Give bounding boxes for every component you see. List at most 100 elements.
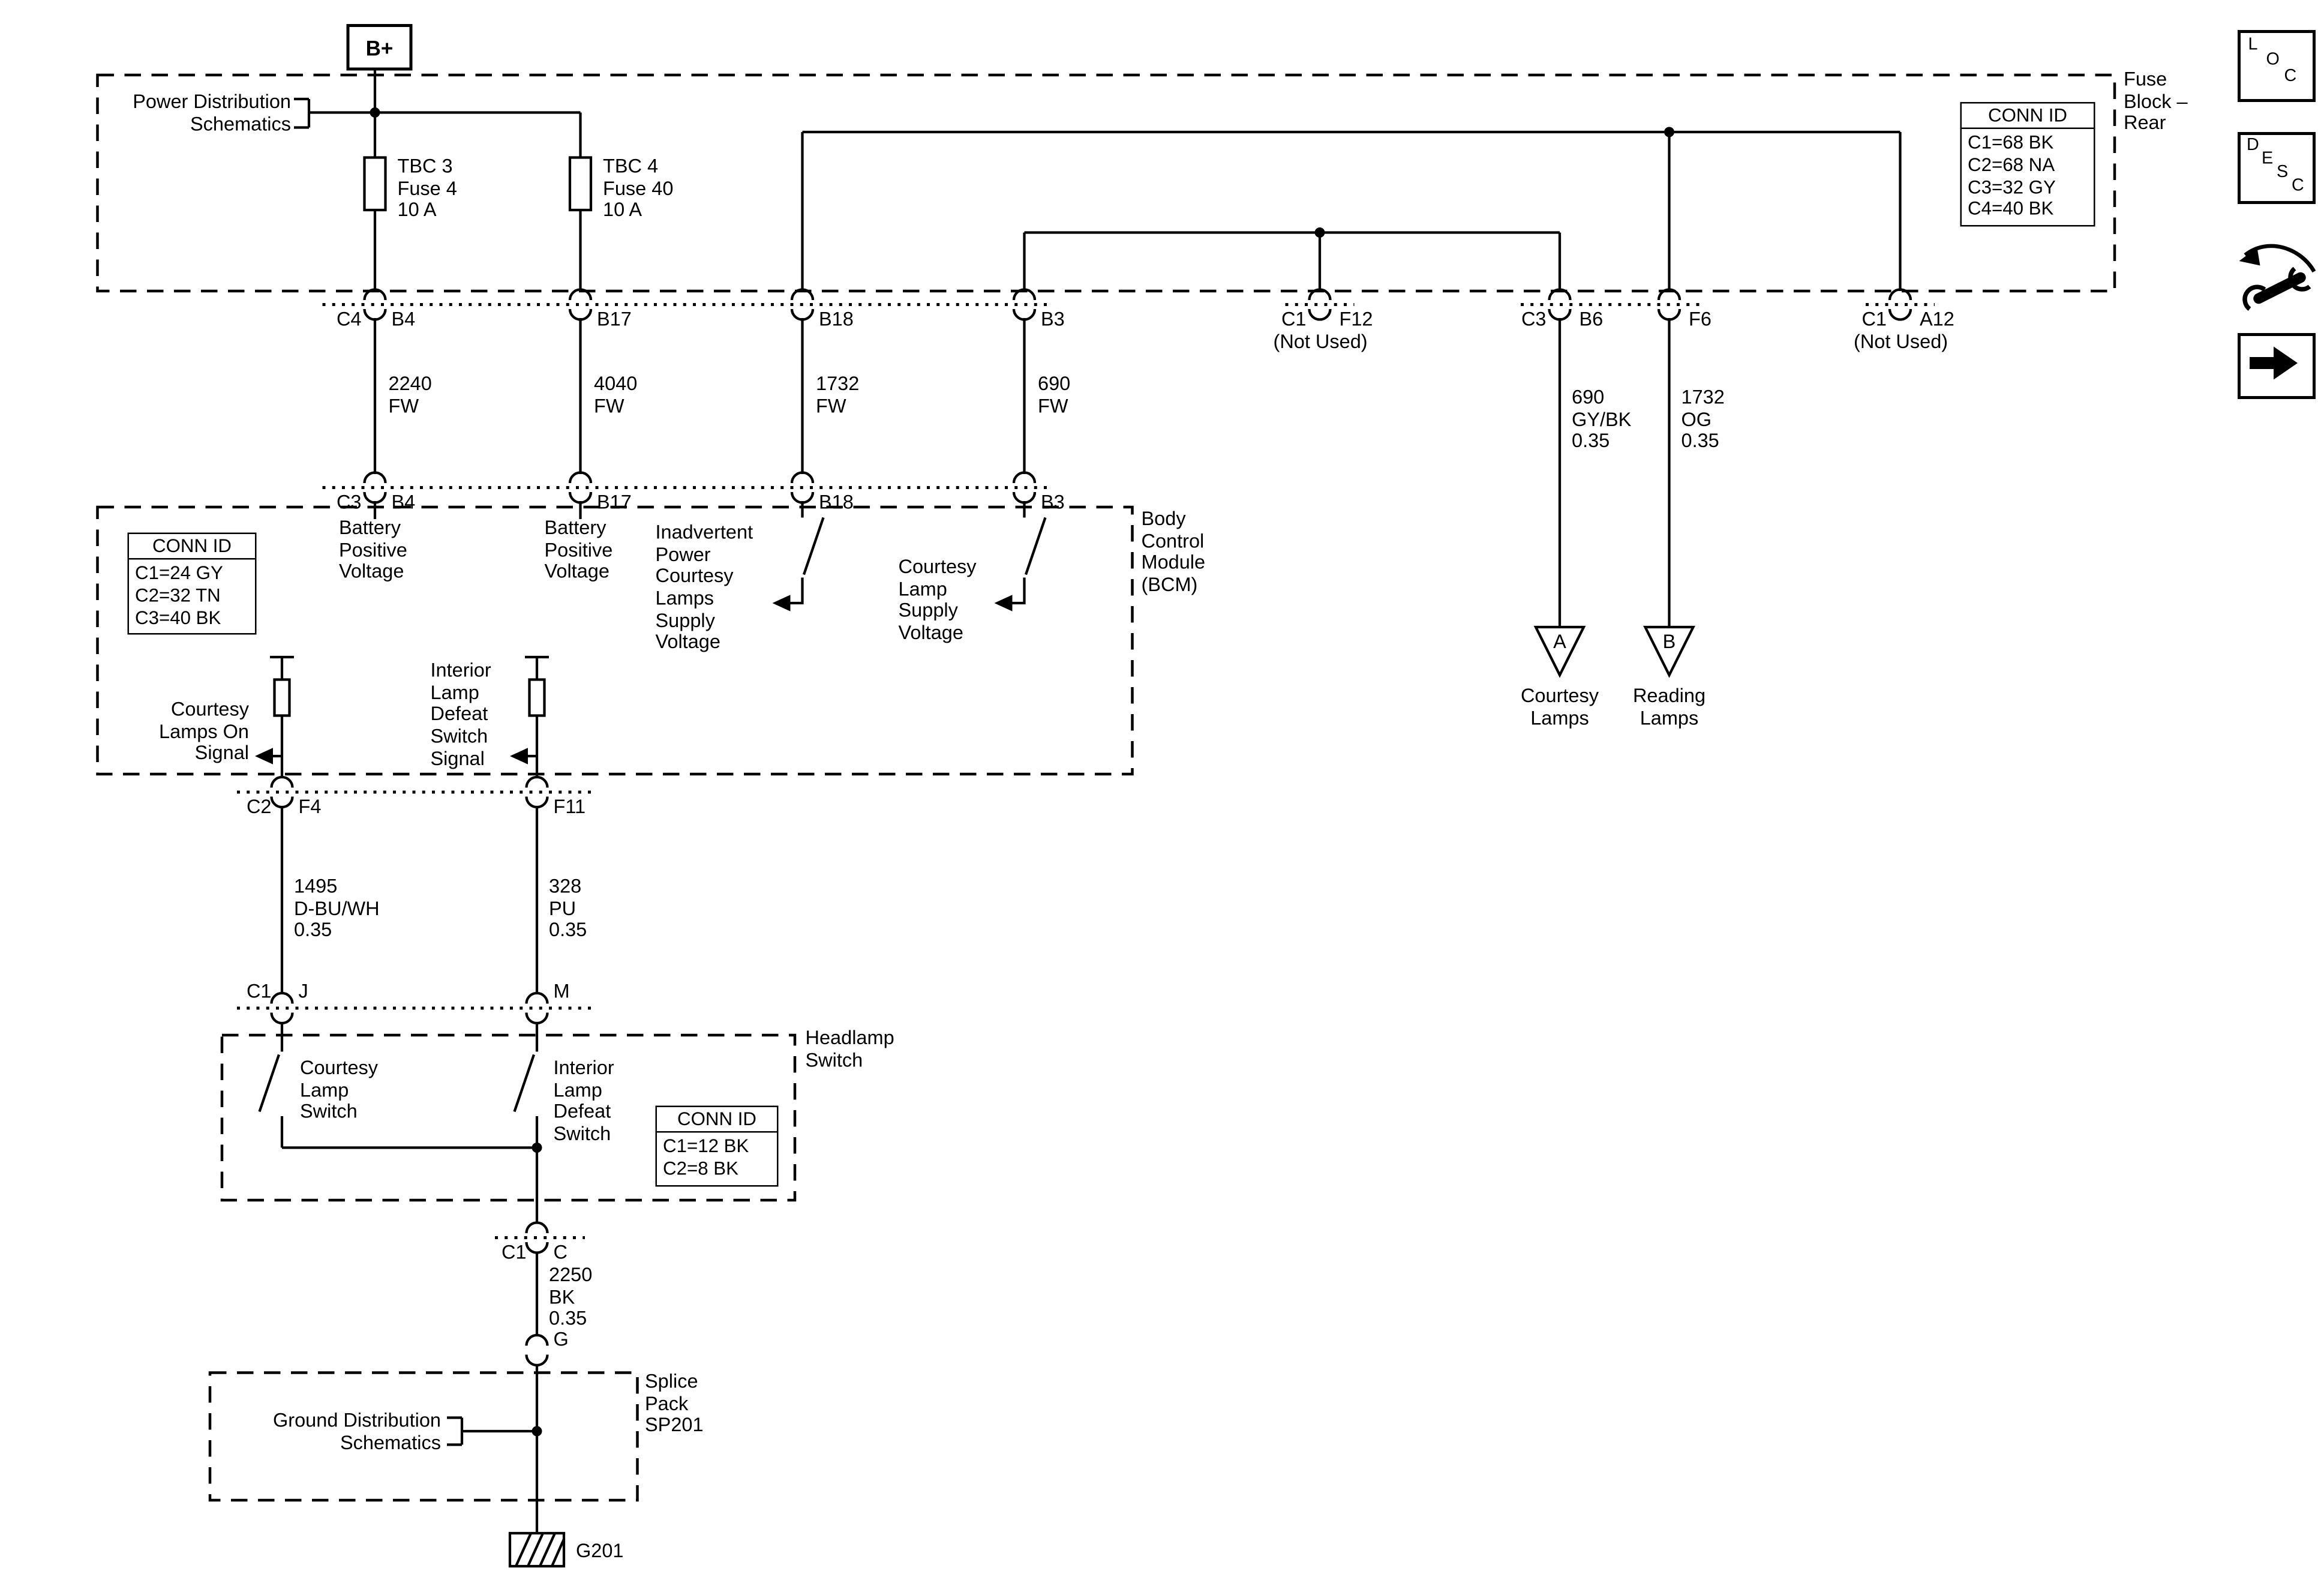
conn-id-row: C2=68 NA bbox=[1968, 154, 2055, 175]
pin-label-b3-2: B3 bbox=[1041, 490, 1065, 513]
courtesy-lamp-switch-symbol bbox=[258, 1054, 281, 1113]
b-plus-terminal: B+ bbox=[346, 24, 413, 71]
conn-id-row: C1=12 BK bbox=[663, 1135, 749, 1157]
pin-label-b17: B17 bbox=[597, 307, 632, 330]
pin-label-f12: F12 bbox=[1339, 307, 1373, 330]
conn-id-table-bcm: CONN ID C1=24 GY C2=32 TN C3=40 BK bbox=[127, 532, 257, 635]
pin-label-g: G bbox=[553, 1327, 569, 1350]
conn-id-row: C3=32 GY bbox=[1968, 176, 2056, 197]
forward-arrow-icon bbox=[2250, 346, 2298, 380]
forward-arrow-button[interactable] bbox=[2238, 333, 2316, 399]
headlamp-switch-box bbox=[220, 1033, 797, 1202]
pin-label-f6: F6 bbox=[1689, 307, 1712, 330]
wire-label-2240: 2240 FW bbox=[388, 372, 432, 417]
conn-id-table-fuse-block: CONN ID C1=68 BK C2=68 NA C3=32 GY C4=40… bbox=[1960, 102, 2095, 227]
fuse-block-box bbox=[96, 73, 2116, 293]
conn-id-table-headlamp: CONN ID C1=12 BK C2=8 BK bbox=[655, 1105, 779, 1186]
wire-label-1732-og: 1732 OG 0.35 bbox=[1681, 385, 1725, 452]
conn-id-header: CONN ID bbox=[657, 1107, 777, 1133]
conn-id-row: C2=8 BK bbox=[663, 1158, 738, 1179]
desc-button[interactable]: D E S C bbox=[2238, 132, 2316, 204]
wrench-arrow-icon[interactable] bbox=[2239, 244, 2316, 311]
wire-label-1495: 1495 D-BU/WH 0.35 bbox=[294, 874, 380, 942]
connector-row-lines bbox=[237, 303, 1935, 1239]
not-used-label-f12: (Not Used) bbox=[1273, 330, 1368, 353]
pin-label-b18: B18 bbox=[819, 307, 854, 330]
junction-dots bbox=[370, 107, 1674, 1437]
fuse-symbols bbox=[363, 156, 593, 212]
courtesy-on-signal-label: Courtesy Lamps On Signal bbox=[159, 697, 249, 764]
conn-id-row: C2=32 TN bbox=[135, 584, 221, 606]
courtesy-supply-label: Courtesy Lamp Supply Voltage bbox=[898, 555, 977, 644]
splice-pack-label: Splice Pack SP201 bbox=[645, 1369, 704, 1437]
pin-label-b3: B3 bbox=[1041, 307, 1065, 330]
switch-symbols bbox=[258, 517, 1047, 1113]
fuse-tbc4-label: TBC 4 Fuse 40 10 A bbox=[603, 154, 674, 221]
pin-label-c1-j: C1 bbox=[246, 979, 272, 1002]
wire-label-690: 690 FW bbox=[1038, 372, 1071, 417]
fuse-tbc3-symbol bbox=[363, 156, 387, 212]
power-dist-bracket bbox=[294, 97, 375, 129]
lamp-triangles bbox=[1533, 625, 1695, 678]
loc-button[interactable]: L O C bbox=[2238, 30, 2316, 102]
wire-label-2250: 2250 BK 0.35 bbox=[549, 1263, 593, 1330]
triangle-b-letter: B bbox=[1662, 630, 1676, 653]
pin-label-b17-2: B17 bbox=[597, 490, 632, 513]
splice-pack-box bbox=[208, 1371, 639, 1502]
fuse-block-rear-label: Fuse Block – Rear bbox=[2124, 67, 2188, 134]
pin-label-f4: F4 bbox=[298, 795, 322, 818]
pin-label-c4: C4 bbox=[336, 307, 362, 330]
triangle-a-letter: A bbox=[1553, 630, 1566, 653]
reading-lamps-label: Reading Lamps bbox=[1632, 684, 1706, 729]
pin-label-j: J bbox=[298, 979, 308, 1002]
conn-id-row: C3=40 BK bbox=[135, 607, 221, 628]
wire-label-690-gybk: 690 GY/BK 0.35 bbox=[1572, 385, 1632, 452]
headlamp-switch-label: Headlamp Switch bbox=[805, 1026, 894, 1071]
triangle-a-symbol bbox=[1533, 625, 1586, 678]
pin-label-c2: C2 bbox=[246, 795, 272, 818]
defeat-signal-label: Interior Lamp Defeat Switch Signal bbox=[430, 658, 491, 769]
inadvertent-power-label: Inadvertent Power Courtesy Lamps Supply … bbox=[655, 520, 753, 653]
battery-positive-label-2: Battery Positive Voltage bbox=[544, 516, 613, 583]
conn-id-row: C1=24 GY bbox=[135, 562, 223, 584]
pin-label-c: C bbox=[553, 1240, 568, 1263]
ground-dist-bracket bbox=[447, 1416, 537, 1446]
bcm-box bbox=[96, 505, 1134, 776]
wire-lines bbox=[258, 64, 1902, 1533]
bracket-symbols bbox=[294, 97, 537, 1446]
loc-letter: O bbox=[2266, 51, 2280, 69]
bcm-label: Body Control Module (BCM) bbox=[1141, 507, 1206, 596]
desc-letter: S bbox=[2277, 163, 2289, 182]
interior-defeat-switch-label: Interior Lamp Defeat Switch bbox=[553, 1056, 614, 1145]
pin-label-c1-f12: C1 bbox=[1281, 307, 1307, 330]
wire-label-328: 328 PU 0.35 bbox=[549, 874, 587, 942]
loc-letter: L bbox=[2248, 36, 2258, 54]
pin-label-b4: B4 bbox=[391, 307, 416, 330]
fuse-tbc4-symbol bbox=[568, 156, 593, 212]
courtesy-lamp-switch-label: Courtesy Lamp Switch bbox=[300, 1056, 379, 1123]
dashed-boxes bbox=[96, 73, 2116, 1502]
pin-label-b6: B6 bbox=[1579, 307, 1604, 330]
wire-label-4040: 4040 FW bbox=[594, 372, 638, 417]
courtesy-lamps-label: Courtesy Lamps bbox=[1520, 684, 1599, 729]
triangle-b-symbol bbox=[1643, 625, 1695, 678]
pin-label-a12: A12 bbox=[1920, 307, 1954, 330]
pin-label-b18-2: B18 bbox=[819, 490, 854, 513]
desc-letter: C bbox=[2292, 177, 2304, 195]
power-distribution-label: Power Distribution Schematics bbox=[133, 90, 291, 135]
pin-label-c1-a12: C1 bbox=[1861, 307, 1887, 330]
conn-id-row: C4=40 BK bbox=[1968, 198, 2054, 220]
connector-symbols bbox=[272, 290, 1911, 1366]
pin-label-c3: C3 bbox=[336, 490, 362, 513]
loc-letter: C bbox=[2284, 67, 2297, 86]
arrowheads bbox=[255, 595, 1013, 764]
bcm-switch-2 bbox=[1024, 517, 1047, 575]
ground-symbol bbox=[508, 1531, 566, 1568]
bcm-switch-1 bbox=[802, 517, 825, 575]
fuse-tbc3-label: TBC 3 Fuse 4 10 A bbox=[397, 154, 457, 221]
pin-label-f11: F11 bbox=[553, 795, 586, 818]
conn-id-row: C1=68 BK bbox=[1968, 132, 2054, 153]
wire-label-1732: 1732 FW bbox=[816, 372, 860, 417]
ground-id-label: G201 bbox=[576, 1539, 624, 1562]
